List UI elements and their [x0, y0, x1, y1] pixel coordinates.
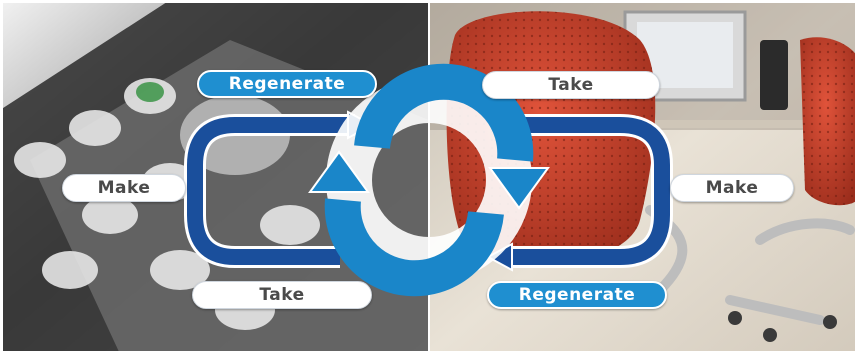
- left-regenerate-label: Regenerate: [197, 70, 377, 98]
- right-make-label: Make: [670, 174, 794, 202]
- left-take-label: Take: [192, 281, 372, 309]
- right-regenerate-label: Regenerate: [487, 281, 667, 309]
- right-take-label: Take: [482, 71, 660, 99]
- cycle-arrows-icon: [308, 63, 550, 297]
- left-make-label: Make: [62, 174, 186, 202]
